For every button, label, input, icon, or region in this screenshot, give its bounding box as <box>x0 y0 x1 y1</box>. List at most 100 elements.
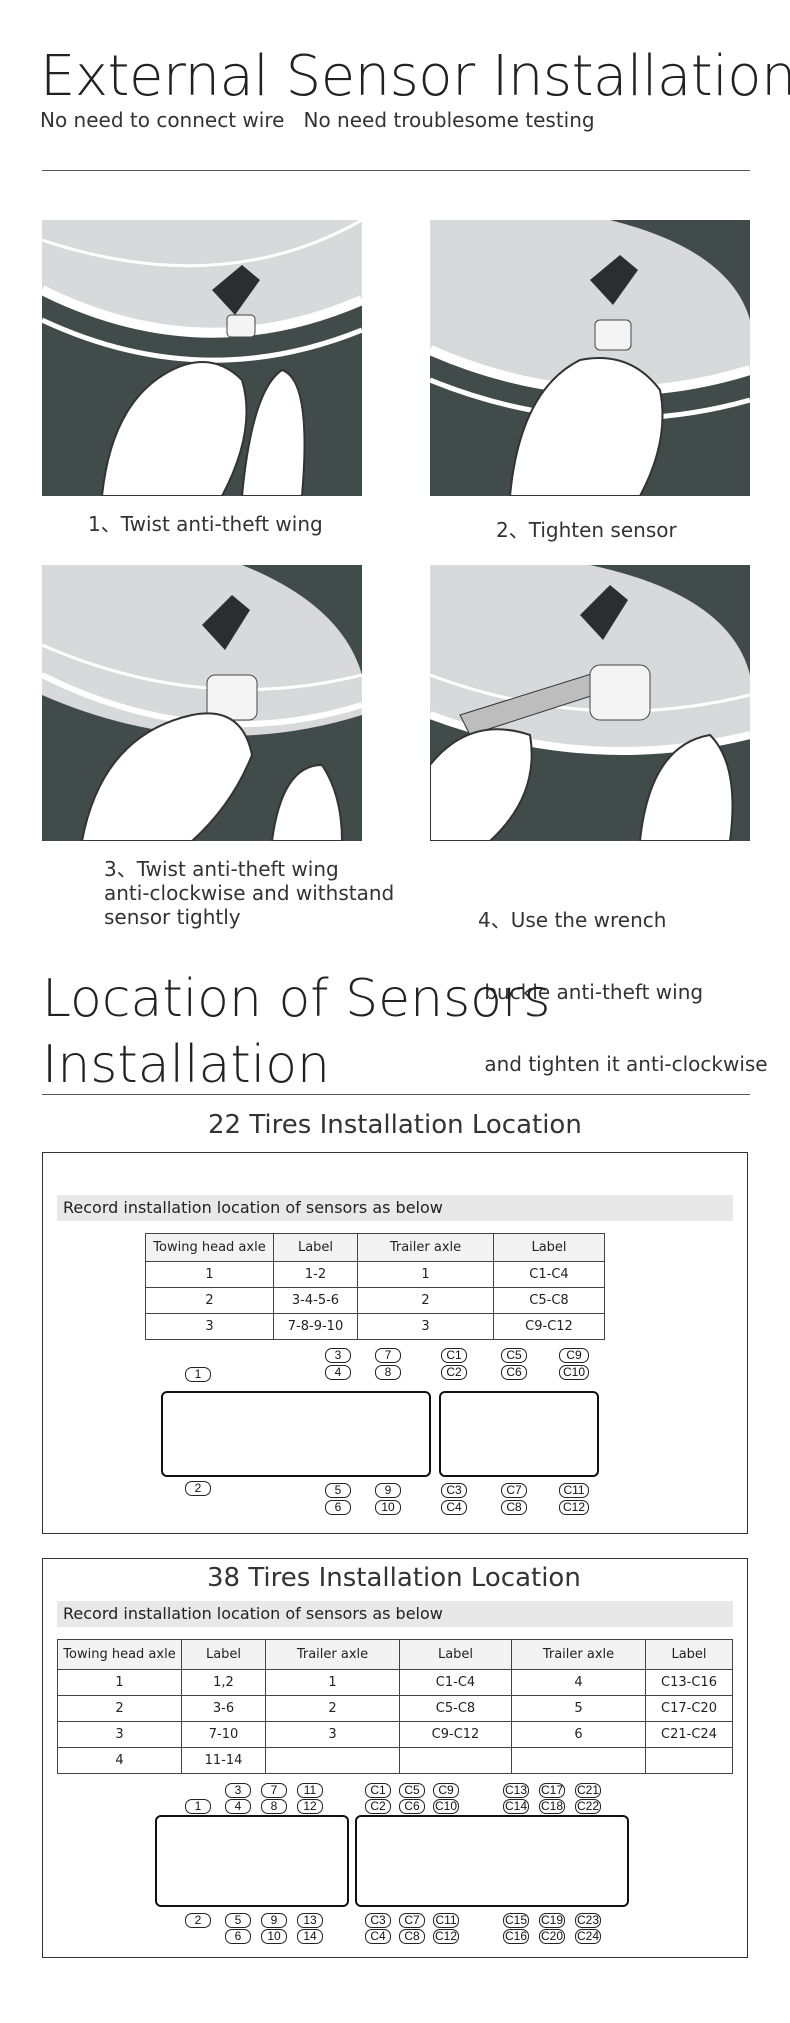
t38-header: Label <box>399 1639 512 1670</box>
step-4-illustration <box>430 565 750 841</box>
t38-header: Trailer axle <box>511 1639 646 1670</box>
t22-header: Trailer axle <box>357 1233 494 1262</box>
table-cell: 3-6 <box>181 1695 266 1722</box>
step-1-caption: 1、Twist anti-theft wing <box>88 512 323 536</box>
step-4-caption: 4、Use the wrench buckle anti-theft wing … <box>478 908 768 1076</box>
tire-label: C20 <box>539 1929 565 1944</box>
t38-header: Trailer axle <box>265 1639 400 1670</box>
tire-label: 3 <box>225 1783 251 1798</box>
table-row: 2 3-6 2 C5-C8 5 C17-C20 <box>57 1695 733 1722</box>
tire-label: C5 <box>501 1348 527 1363</box>
table-cell: 11-14 <box>181 1747 266 1774</box>
divider <box>42 1094 750 1095</box>
tire-label: C24 <box>575 1929 601 1944</box>
table-cell: C5-C8 <box>493 1287 605 1314</box>
tire-label: 8 <box>375 1365 401 1380</box>
tire-label: C3 <box>365 1913 391 1928</box>
tire-label: 4 <box>325 1365 351 1380</box>
t38-tractor-outline <box>155 1815 349 1907</box>
table-cell: 1 <box>57 1669 182 1696</box>
location-title: Location of Sensors Installation <box>42 969 551 1095</box>
tire-label: 2 <box>185 1481 211 1496</box>
t22-heading: 22 Tires Installation Location <box>208 1110 582 1140</box>
tire-label: C7 <box>399 1913 425 1928</box>
t22-header: Label <box>273 1233 358 1262</box>
table-cell: 1 <box>145 1261 274 1288</box>
tire-label: 13 <box>297 1913 323 1928</box>
table-cell: 2 <box>265 1695 400 1722</box>
page-title: External Sensor Installation <box>40 44 790 109</box>
table-row: 1 1-2 1 C1-C4 <box>145 1261 605 1288</box>
t38-header: Label <box>181 1639 266 1670</box>
table-cell: 7-8-9-10 <box>273 1313 358 1340</box>
tire-label: C14 <box>503 1799 529 1814</box>
tire-label: 6 <box>225 1929 251 1944</box>
tire-label: C11 <box>433 1913 459 1928</box>
page-subtitle: No need to connect wire No need troubles… <box>40 108 595 132</box>
t38-note: Record installation location of sensors … <box>57 1601 733 1627</box>
t38-box: 38 Tires Installation Location Record in… <box>42 1558 748 1958</box>
tire-label: C13 <box>503 1783 529 1798</box>
t38-table: Towing head axle Label Trailer axle Labe… <box>57 1639 733 1774</box>
t22-header: Towing head axle <box>145 1233 274 1262</box>
tire-label: 7 <box>375 1348 401 1363</box>
tire-label: 9 <box>375 1483 401 1498</box>
tire-label: 8 <box>261 1799 287 1814</box>
table-cell: C1-C4 <box>493 1261 605 1288</box>
tire-label: 4 <box>225 1799 251 1814</box>
t38-header: Towing head axle <box>57 1639 182 1670</box>
table-cell: C17-C20 <box>645 1695 733 1722</box>
table-cell: 4 <box>57 1747 182 1774</box>
t22-trailer-outline <box>439 1391 599 1477</box>
table-cell: 7-10 <box>181 1721 266 1748</box>
tire-label: C16 <box>503 1929 529 1944</box>
step-3-caption: 3、Twist anti-theft wing anti-clockwise a… <box>104 857 395 929</box>
table-row: 4 11-14 <box>57 1747 733 1774</box>
step-2-caption: 2、Tighten sensor <box>496 518 677 542</box>
tire-label: 12 <box>297 1799 323 1814</box>
table-cell: 5 <box>511 1695 646 1722</box>
tire-label: C6 <box>501 1365 527 1380</box>
table-cell: 3 <box>265 1721 400 1748</box>
tire-label: 1 <box>185 1367 211 1382</box>
table-cell: 1,2 <box>181 1669 266 1696</box>
tire-label: C8 <box>501 1500 527 1515</box>
table-cell: C21-C24 <box>645 1721 733 1748</box>
t22-box: Record installation location of sensors … <box>42 1152 748 1534</box>
tire-label: C8 <box>399 1929 425 1944</box>
table-cell <box>645 1747 733 1774</box>
table-cell <box>511 1747 646 1774</box>
table-cell: 1-2 <box>273 1261 358 1288</box>
table-cell: 1 <box>357 1261 494 1288</box>
table-cell: 3 <box>145 1313 274 1340</box>
t22-note: Record installation location of sensors … <box>57 1195 733 1221</box>
tire-label: C4 <box>441 1500 467 1515</box>
tire-label: C19 <box>539 1913 565 1928</box>
tire-label: C12 <box>559 1500 589 1515</box>
tire-label: C15 <box>503 1913 529 1928</box>
tire-label: C10 <box>433 1799 459 1814</box>
t38-header: Label <box>645 1639 733 1670</box>
table-cell <box>399 1747 512 1774</box>
tire-label: C17 <box>539 1783 565 1798</box>
tire-label: C1 <box>365 1783 391 1798</box>
table-cell: 3 <box>57 1721 182 1748</box>
table-cell <box>265 1747 400 1774</box>
t22-header: Label <box>493 1233 605 1262</box>
step-3-illustration <box>42 565 362 841</box>
tire-label: 5 <box>325 1483 351 1498</box>
tire-label: C11 <box>559 1483 589 1498</box>
tire-label: C12 <box>433 1929 459 1944</box>
tire-label: C1 <box>441 1348 467 1363</box>
tire-label: 10 <box>261 1929 287 1944</box>
tire-label: C2 <box>365 1799 391 1814</box>
tire-label: C9 <box>433 1783 459 1798</box>
table-cell: 6 <box>511 1721 646 1748</box>
table-cell: C5-C8 <box>399 1695 512 1722</box>
tire-label: 11 <box>297 1783 323 1798</box>
tire-label: C3 <box>441 1483 467 1498</box>
tire-label: 1 <box>185 1799 211 1814</box>
tire-label: C7 <box>501 1483 527 1498</box>
table-cell: C9-C12 <box>399 1721 512 1748</box>
table-cell: 3-4-5-6 <box>273 1287 358 1314</box>
